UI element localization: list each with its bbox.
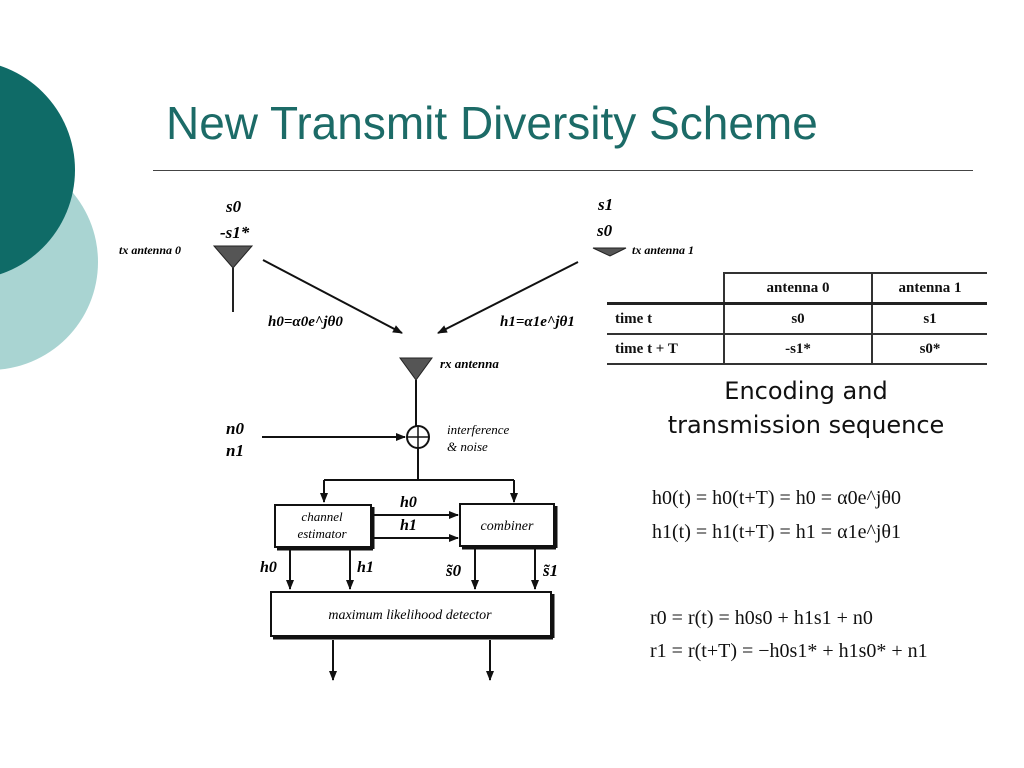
tx1-antenna-icon <box>592 247 627 257</box>
equation-r1: r1 = r(t+T) = −h0s1* + h1s0* + n1 <box>650 640 928 662</box>
title-divider <box>153 170 973 171</box>
channel-estimator-box <box>274 504 372 548</box>
table-cell: s1 <box>872 303 987 335</box>
ml-detector-label: maximum likelihood detector <box>328 608 492 623</box>
table-cell: time t <box>607 303 725 335</box>
tx0-symbol-s0: s0 <box>225 197 242 216</box>
channel-h1-arrow <box>437 261 579 334</box>
caption-line1: Encoding and <box>724 377 888 405</box>
table-cell: s0 <box>724 303 873 335</box>
table-cell: time t + T <box>607 334 725 365</box>
tx1-symbol-s1: s1 <box>597 195 613 214</box>
noise-label-line2: & noise <box>447 439 488 454</box>
tx-antenna-0: s0 -s1* tx antenna 0 <box>119 197 254 312</box>
h1-arrow-label: h1 <box>400 517 417 534</box>
table-header-antenna1: antenna 1 <box>872 272 987 305</box>
table-header-row: antenna 0 antenna 1 <box>607 272 987 305</box>
rx-antenna-icon <box>399 357 433 381</box>
channel-estimator-line2: estimator <box>297 526 347 541</box>
combiner-label: combiner <box>481 519 534 534</box>
tx0-label: tx antenna 0 <box>119 243 181 257</box>
s1-tilde-label: s̃1 <box>542 561 558 580</box>
table-corner <box>607 273 725 305</box>
h1-out-label: h1 <box>357 559 374 576</box>
noise-n0: n0 <box>226 419 244 438</box>
table-row: time t s0 s1 <box>607 303 987 335</box>
h0-channel-label: h0=α0e^jθ0 <box>268 314 343 330</box>
h1-channel-label: h1=α1e^jθ1 <box>500 314 575 330</box>
decorative-circles <box>0 65 98 370</box>
noise-label-line1: interference <box>447 422 510 437</box>
tx0-symbol-s1conj: -s1* <box>220 223 250 242</box>
table-row: time t + T -s1* s0* <box>607 334 987 365</box>
tx1-symbol-s0: s0 <box>596 221 613 240</box>
equation-r0: r0 = r(t) = h0s0 + h1s1 + n0 <box>650 607 873 629</box>
dark-teal-circle <box>0 65 75 275</box>
combiner-box <box>459 503 555 547</box>
tx1-label: tx antenna 1 <box>632 243 694 257</box>
tx-antenna-1: s1 s0 tx antenna 1 <box>592 195 694 257</box>
ml-detector-box <box>270 591 552 637</box>
caption-line2: transmission sequence <box>667 411 945 439</box>
rx-antenna-label: rx antenna <box>440 356 499 371</box>
equation-h0: h0(t) = h0(t+T) = h0 = α0e^jθ0 <box>652 487 901 509</box>
encoding-table: antenna 0 antenna 1 time t s0 s1 time t … <box>607 272 987 365</box>
channel-estimator-line1: channel <box>301 509 343 524</box>
equation-h1: h1(t) = h1(t+T) = h1 = α1e^jθ1 <box>652 521 901 543</box>
table-header-antenna0: antenna 0 <box>724 272 873 305</box>
h0-out-label: h0 <box>260 559 277 576</box>
tx0-antenna-icon <box>212 245 254 269</box>
h0-arrow-label: h0 <box>400 494 417 511</box>
s0-tilde-label: s̃0 <box>445 561 462 580</box>
slide-title: New Transmit Diversity Scheme <box>166 97 818 149</box>
table-cell: -s1* <box>724 334 873 365</box>
table-cell: s0* <box>872 334 987 365</box>
channel-h0-arrow <box>262 259 403 334</box>
noise-n1: n1 <box>226 441 244 460</box>
table-caption: Encoding and transmission sequence <box>630 374 982 442</box>
